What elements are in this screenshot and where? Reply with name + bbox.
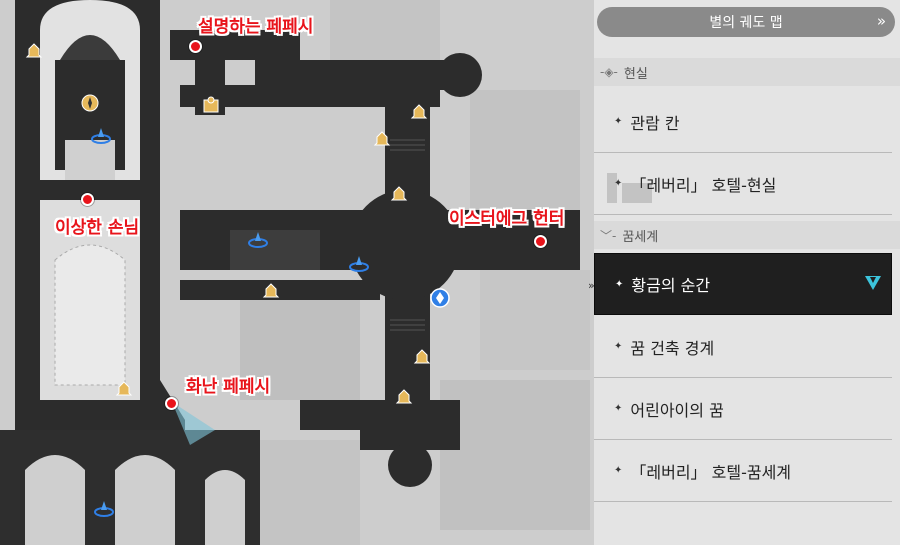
map-item-label: 꿈 건축 경계: [630, 338, 715, 358]
label-angry-pepe: 화난 페페시: [186, 377, 271, 397]
diamond-icon: ✦: [614, 341, 623, 352]
map-title: 별의 궤도 맵: [709, 15, 783, 31]
diamond-icon: ✦: [615, 278, 624, 290]
map-item-golden-hour[interactable]: ✦ 황금의 순간: [594, 253, 892, 315]
map-item-label: 황금의 순간: [631, 276, 711, 295]
label-explaining-pepe: 설명하는 페페시: [198, 17, 314, 37]
section-label: 현실: [623, 66, 648, 82]
map-floorplan: [0, 0, 590, 545]
diamond-icon: ✦: [614, 465, 623, 476]
map-item-childs-dream[interactable]: ✦ 어린아이의 꿈: [594, 378, 892, 440]
chevron-right-icon[interactable]: »: [876, 12, 886, 30]
map-item-label: 어린아이의 꿈: [630, 400, 724, 420]
map-view[interactable]: 설명하는 페페시 이상한 손님 이스터에그 헌터 화난 페페시: [0, 0, 594, 545]
map-item-label: 관람 칸: [630, 113, 680, 133]
npc-pin-explaining-pepe[interactable]: [189, 40, 202, 53]
npc-pin-strange-guest[interactable]: [81, 193, 94, 206]
eye-icon: -◈-: [600, 65, 618, 79]
map-item-label: 「레버리」 호텔-꿈세계: [630, 462, 792, 482]
map-list-panel: 별의 궤도 맵 » -◈- 현실 ✦ 관람 칸 ✦ 「레버리」 호텔-현실 ﹀-…: [588, 0, 900, 545]
map-item-label: 「레버리」 호텔-현실: [630, 175, 777, 195]
label-easter-egg-hunter: 이스터에그 헌터: [449, 209, 565, 229]
diamond-icon: ✦: [614, 403, 623, 414]
diamond-icon: ✦: [614, 116, 623, 127]
section-header-dreamscape: ﹀- 꿈세계: [594, 221, 900, 249]
diamond-icon: ✦: [614, 178, 623, 189]
npc-pin-easter-egg-hunter[interactable]: [534, 235, 547, 248]
npc-pin-angry-pepe[interactable]: [165, 397, 178, 410]
building-silhouette-icon: [607, 173, 652, 203]
map-item-dream-edge[interactable]: ✦ 꿈 건축 경계: [594, 316, 892, 378]
selection-arrow-icon: »: [588, 279, 595, 292]
current-location-icon: [865, 276, 881, 290]
section-header-reality: -◈- 현실: [594, 58, 900, 86]
label-strange-guest: 이상한 손님: [55, 218, 140, 238]
map-item-hotel-reality[interactable]: ✦ 「레버리」 호텔-현실: [594, 153, 892, 215]
map-title-bar[interactable]: 별의 궤도 맵 »: [597, 7, 895, 37]
closed-eye-icon: ﹀-: [600, 228, 617, 243]
map-item-hotel-dreamscape[interactable]: ✦ 「레버리」 호텔-꿈세계: [594, 440, 892, 502]
map-item-observation-car[interactable]: ✦ 관람 칸: [594, 91, 892, 153]
section-label: 꿈세계: [622, 229, 659, 245]
